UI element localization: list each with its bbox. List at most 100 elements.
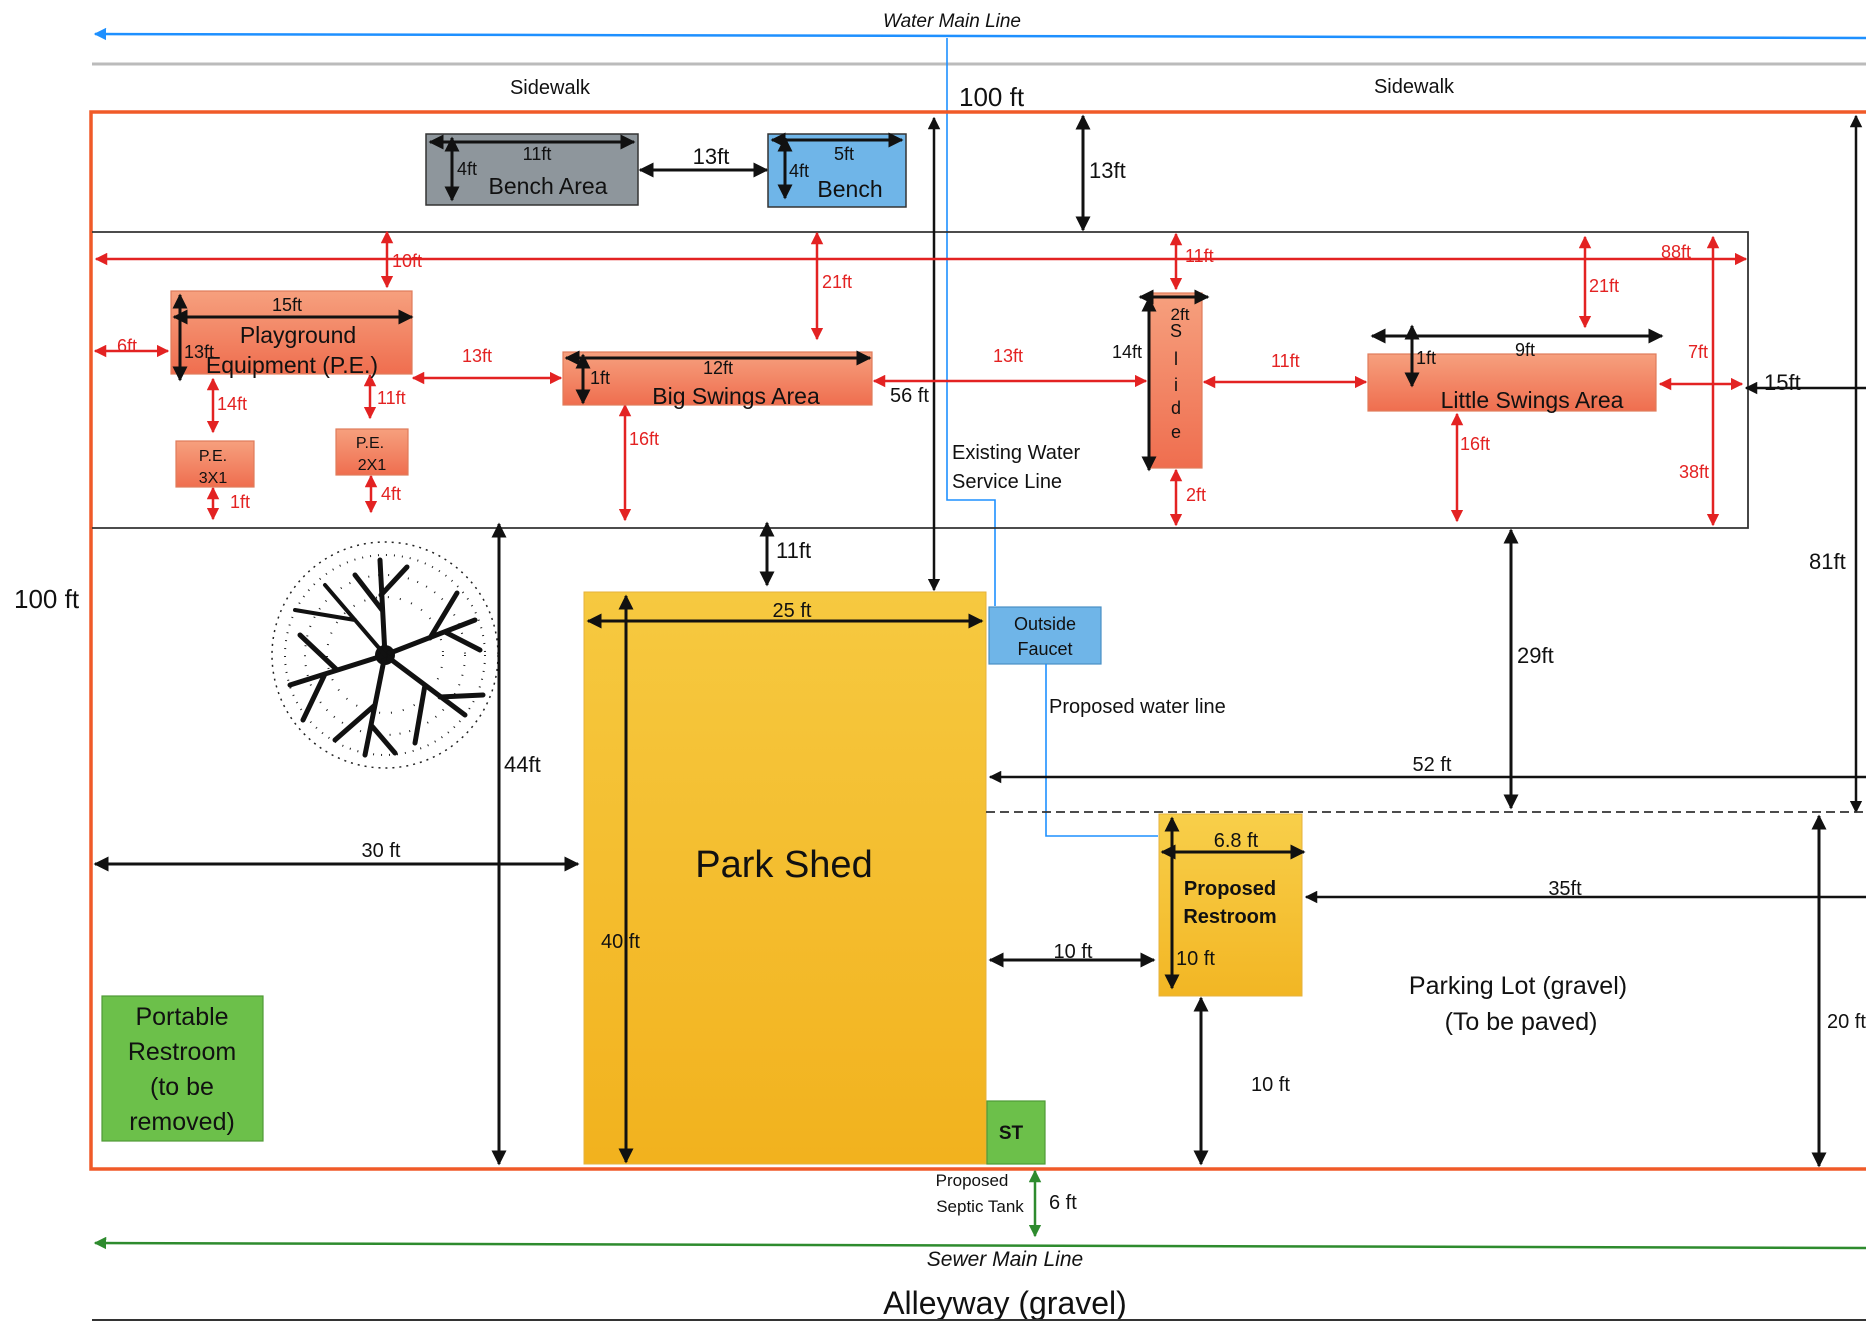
pe-14-dim: 14ft <box>217 394 247 414</box>
slide-h: 14ft <box>1112 342 1142 362</box>
park-shed-label: Park Shed <box>695 844 872 886</box>
bench-area-w: 11ft <box>523 144 552 164</box>
pe-4-dim: 4ft <box>381 484 401 504</box>
pe-2x1-label-2: 2X1 <box>358 457 387 474</box>
little-right-dim: 7ft <box>1688 342 1708 362</box>
big-bottom-dim: 16ft <box>629 429 659 449</box>
slide-top-dim: 11ft <box>1185 246 1214 266</box>
proposed-water-line <box>1045 664 1158 837</box>
alleyway-label: Alleyway (gravel) <box>883 1285 1127 1321</box>
slide-little-dim: 11ft <box>1271 351 1300 371</box>
restroom-w: 6.8 ft <box>1214 830 1259 852</box>
playground-label-1: Playground <box>240 322 356 348</box>
big-slide-dim: 13ft <box>993 346 1023 366</box>
to-sidewalk-dim: 13ft <box>1089 158 1126 183</box>
left-6-dim: 6ft <box>117 336 137 356</box>
septic-tank-label: ST <box>999 1123 1024 1144</box>
right-15-dim: 15ft <box>1764 370 1801 395</box>
existing-water-label-1: Existing Water <box>952 442 1081 464</box>
playground-box <box>170 290 413 375</box>
d-52-dim: 52 ft <box>1413 754 1452 776</box>
play-h-38-dim: 38ft <box>1679 462 1709 482</box>
left-30-dim: 30 ft <box>362 840 401 862</box>
playground-label-2: Equipment (P.E.) <box>206 352 378 378</box>
tree-icon <box>271 541 499 769</box>
bench-w: 5ft <box>834 144 854 164</box>
bench-gap-dim: 13ft <box>693 144 730 169</box>
portable-restroom-line-4: removed) <box>129 1108 235 1136</box>
slide-letter-i: i <box>1174 375 1178 395</box>
portable-restroom-line-2: Restroom <box>128 1038 236 1066</box>
pe-2x1-label-1: P.E. <box>356 435 384 452</box>
bench-label: Bench <box>817 176 882 202</box>
little-swings-h: 1ft <box>1416 348 1436 368</box>
playground-zone-outline <box>92 231 1749 529</box>
shed-top-11-dim: 11ft <box>776 538 811 563</box>
portable-restroom-line-1: Portable <box>135 1003 228 1031</box>
park-shed-w: 25 ft <box>773 600 812 622</box>
water-main-label: Water Main Line <box>883 11 1021 32</box>
play-top-dim: 10ft <box>392 251 422 271</box>
slide-box <box>1148 292 1203 469</box>
slide-letter-d: d <box>1171 398 1181 418</box>
total-88-dim: 88ft <box>1661 242 1691 262</box>
pe-1-dim: 1ft <box>230 492 250 512</box>
septic-label-2: Septic Tank <box>936 1197 1024 1216</box>
restroom-h: 10 ft <box>1176 948 1215 970</box>
shed-restroom-dim: 10 ft <box>1054 941 1093 963</box>
sewer-main-label: Sewer Main Line <box>927 1248 1083 1271</box>
slide-letter-e: e <box>1171 422 1181 442</box>
park-shed-h: 40 ft <box>601 931 640 953</box>
d-81-dim: 81ft <box>1809 549 1846 574</box>
shed-56-dim: 56 ft <box>890 385 929 407</box>
d-20-dim: 20 ft <box>1827 1011 1866 1033</box>
d-35-dim: 35ft <box>1548 878 1582 900</box>
existing-water-label-2: Service Line <box>952 471 1062 493</box>
big-swings-w: 12ft <box>703 358 733 378</box>
parking-label-1: Parking Lot (gravel) <box>1409 972 1627 1000</box>
restroom-label-1: Proposed <box>1184 878 1276 900</box>
sewer-main-line <box>93 1236 1866 1250</box>
pe-3x1-label-2: 3X1 <box>199 470 228 487</box>
little-swings-w: 9ft <box>1515 340 1535 360</box>
slide-letter-s: S <box>1170 321 1182 341</box>
tree-44-dim: 44ft <box>504 752 541 777</box>
portable-restroom-line-3: (to be <box>150 1073 214 1101</box>
bench-area-h: 4ft <box>457 159 477 179</box>
septic-tank-box <box>986 1100 1046 1165</box>
restroom-label-2: Restroom <box>1183 906 1276 928</box>
property-top-dim: 100 ft <box>959 82 1025 112</box>
septic-label-1: Proposed <box>936 1171 1009 1190</box>
pe-3x1-label-1: P.E. <box>199 448 227 465</box>
outside-faucet-label-2: Faucet <box>1017 639 1072 659</box>
pe-11-dim: 11ft <box>377 388 406 408</box>
d-29-dim: 29ft <box>1517 643 1554 668</box>
play-big-dim: 13ft <box>462 346 492 366</box>
playground-w: 15ft <box>272 295 302 315</box>
property-left-dim: 100 ft <box>14 584 80 614</box>
playground-h: 13ft <box>184 342 214 362</box>
pe-3x1-box <box>175 440 255 488</box>
bench-area-label: Bench Area <box>489 173 608 199</box>
proposed-water-label: Proposed water line <box>1049 696 1226 718</box>
water-main-line <box>93 27 1866 41</box>
big-swings-h: 1ft <box>590 368 610 388</box>
big-top-dim: 21ft <box>822 272 852 292</box>
property-boundary <box>89 110 1866 1171</box>
existing-water-service-line <box>946 38 996 606</box>
little-top-dim: 21ft <box>1589 276 1619 296</box>
park-shed-box <box>583 591 987 1165</box>
sidewalk-label-left: Sidewalk <box>510 77 591 99</box>
bench-h: 4ft <box>789 161 809 181</box>
slide-w: 2ft <box>1171 305 1190 324</box>
outside-faucet-label-1: Outside <box>1014 614 1076 634</box>
slide-bottom-dim: 2ft <box>1186 485 1206 505</box>
slide-letter-l: l <box>1174 349 1178 369</box>
big-swings-label: Big Swings Area <box>652 383 820 409</box>
pe-2x1-box <box>335 428 409 476</box>
portable-restroom-box <box>101 995 264 1142</box>
septic-6-dim: 6 ft <box>1049 1192 1077 1214</box>
restroom-bottom-dim: 10 ft <box>1251 1074 1290 1096</box>
little-swings-label: Little Swings Area <box>1441 387 1624 413</box>
